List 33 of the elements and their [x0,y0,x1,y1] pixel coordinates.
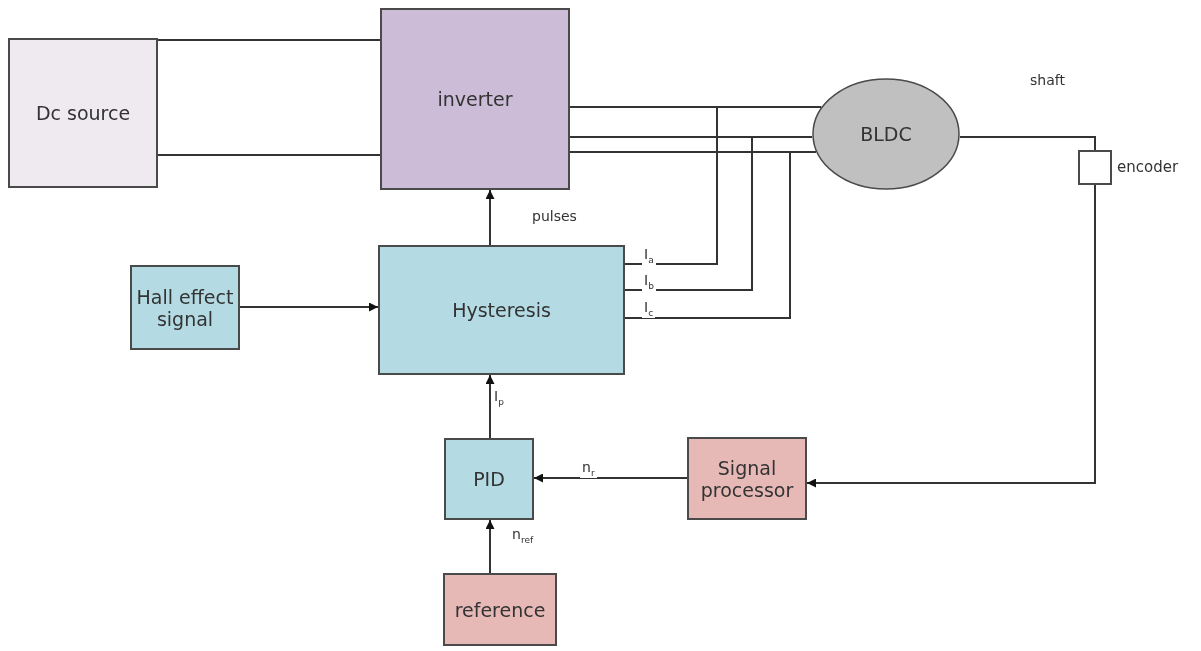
node-label: Dc source [35,102,131,124]
process-box [8,38,158,188]
node-caption: encoder [1117,158,1179,176]
edge-label: shaft [1028,72,1067,88]
motor-ellipse [812,78,960,190]
arrow [806,184,1096,488]
process-box [378,245,625,375]
process-box [687,437,807,520]
edge-label: I$_{p}$ [492,388,506,407]
arrow [485,189,495,246]
process-box [443,573,557,646]
node-label: BLDC [860,123,912,145]
arrow [533,473,688,483]
connector-line [157,154,381,156]
node-label: inverter [437,88,513,110]
node-label: Hall effect signal [135,285,235,330]
node-label: PID [473,468,505,490]
arrow [485,374,495,439]
edge-label: I$_{b}$ [642,272,656,291]
connector-line [157,39,381,41]
edge-label: I$_{c}$ [642,299,656,318]
node-label: Signal processor [699,456,795,501]
arrow [485,519,495,574]
node-label: Hysteresis [452,299,551,321]
arrow [239,302,379,312]
edge-label: I$_{a}$ [642,246,656,265]
node-label: reference [454,598,546,621]
encoder-box [1078,150,1112,185]
connector-line [958,136,1096,151]
process-box [444,438,534,520]
edge-label: pulses [530,208,579,224]
process-box [380,8,570,190]
process-box [130,265,240,350]
